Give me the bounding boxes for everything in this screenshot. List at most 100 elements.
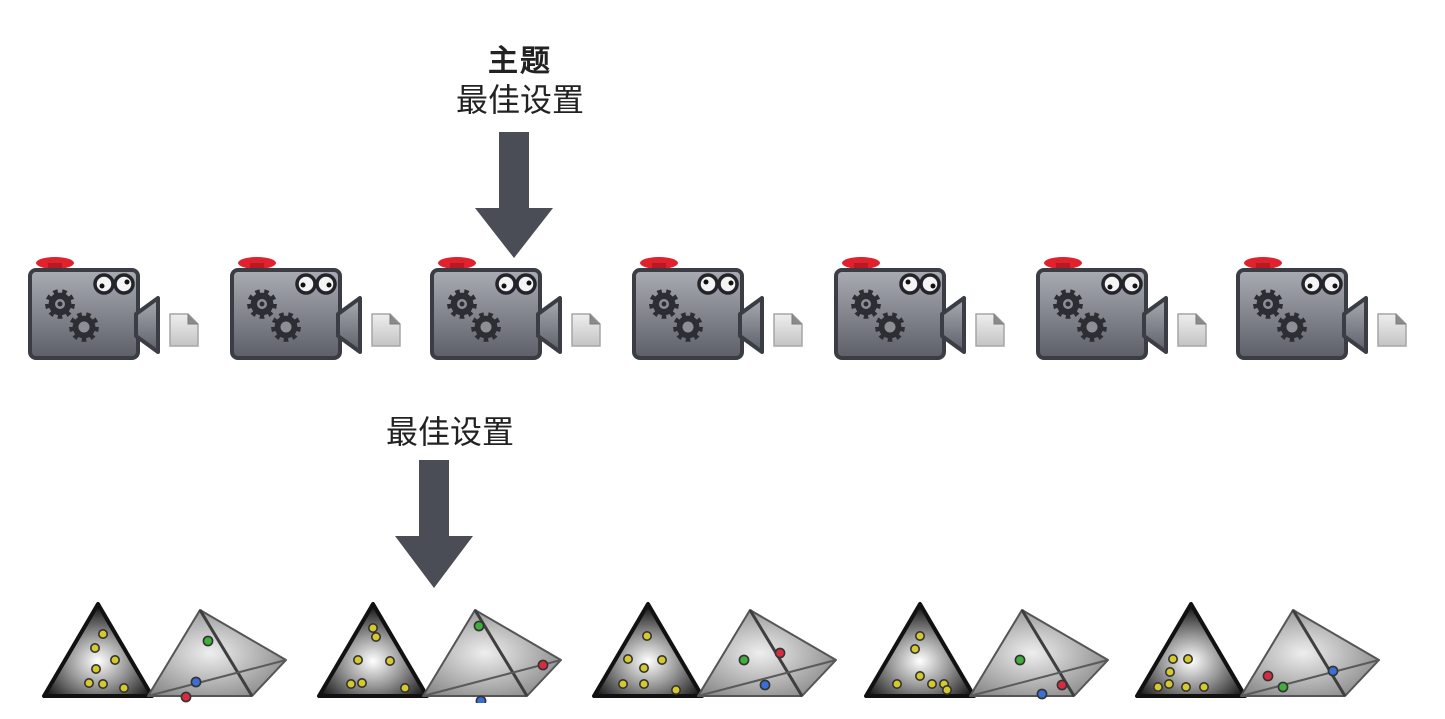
configuration-pair-1 bbox=[40, 598, 300, 703]
camera-3 bbox=[424, 250, 614, 365]
gear-icon bbox=[1077, 312, 1107, 342]
yellow-dot bbox=[617, 679, 628, 690]
record-button bbox=[640, 257, 678, 272]
yellow-dot bbox=[638, 663, 649, 674]
red-dot bbox=[180, 691, 192, 703]
eyes-icon bbox=[495, 273, 537, 295]
tetrahedron-icon bbox=[1240, 609, 1380, 697]
camera-icon bbox=[430, 257, 601, 360]
camera-6 bbox=[1030, 250, 1220, 365]
yellow-dot bbox=[97, 679, 108, 690]
triangle-icon bbox=[42, 602, 154, 698]
triangle-icon bbox=[592, 602, 704, 698]
tetrahedron-icon bbox=[147, 609, 287, 703]
green-dot bbox=[1277, 681, 1289, 693]
eyes-icon bbox=[295, 273, 337, 295]
yellow-dot bbox=[1199, 682, 1210, 693]
document-icon bbox=[1177, 313, 1207, 347]
record-button bbox=[238, 257, 276, 272]
yellow-dot bbox=[914, 671, 925, 682]
yellow-dot bbox=[671, 685, 682, 696]
record-button bbox=[842, 257, 880, 272]
yellow-dot bbox=[622, 653, 633, 664]
yellow-dot bbox=[1180, 682, 1191, 693]
triangle-icon bbox=[864, 602, 976, 698]
configuration-pair-5 bbox=[1133, 598, 1393, 703]
green-dot bbox=[473, 620, 485, 632]
record-button bbox=[1244, 257, 1282, 272]
yellow-dot bbox=[942, 685, 953, 696]
green-dot bbox=[1014, 654, 1026, 666]
yellow-dot bbox=[90, 664, 101, 675]
camera-icon bbox=[834, 257, 1005, 360]
camera-icon bbox=[1236, 257, 1407, 360]
gear-icon bbox=[1053, 289, 1083, 319]
yellow-dot bbox=[657, 654, 668, 665]
gear-icon bbox=[271, 312, 301, 342]
down-arrow-icon bbox=[395, 460, 473, 588]
yellow-dot bbox=[914, 630, 925, 641]
yellow-dot bbox=[927, 679, 938, 690]
yellow-dot bbox=[97, 628, 108, 639]
gear-icon bbox=[875, 312, 905, 342]
eyes-icon bbox=[93, 273, 135, 295]
camera-icon bbox=[28, 257, 199, 360]
gear-icon bbox=[1253, 289, 1283, 319]
gear-icon bbox=[247, 289, 277, 319]
best-setting-label-bottom: 最佳设置 bbox=[385, 413, 514, 451]
camera-5 bbox=[828, 250, 1018, 365]
blue-dot bbox=[475, 695, 487, 703]
blue-dot bbox=[1036, 688, 1048, 700]
eyes-icon bbox=[1101, 273, 1143, 295]
yellow-dot bbox=[638, 679, 649, 690]
document-icon bbox=[1377, 313, 1407, 347]
gear-icon bbox=[1277, 312, 1307, 342]
document-icon bbox=[571, 313, 601, 347]
yellow-dot bbox=[119, 683, 130, 694]
camera-row bbox=[0, 250, 1445, 365]
yellow-dot bbox=[367, 622, 378, 633]
record-button bbox=[36, 257, 74, 272]
triangle-icon bbox=[317, 602, 429, 698]
down-arrow-icon bbox=[475, 132, 553, 258]
configuration-row bbox=[0, 598, 1445, 703]
subject-label: 主题 bbox=[488, 44, 552, 79]
yellow-dot bbox=[352, 654, 363, 665]
camera-icon bbox=[1036, 257, 1207, 360]
yellow-dot bbox=[385, 655, 396, 666]
gear-icon bbox=[69, 312, 99, 342]
configuration-pair-4 bbox=[862, 598, 1122, 703]
yellow-dot bbox=[400, 683, 411, 694]
green-dot bbox=[738, 654, 750, 666]
camera-icon bbox=[632, 257, 803, 360]
configuration-pair-2 bbox=[315, 598, 575, 703]
gear-icon bbox=[649, 289, 679, 319]
yellow-dot bbox=[1163, 679, 1174, 690]
camera-icon bbox=[230, 257, 401, 360]
document-icon bbox=[169, 313, 199, 347]
eyes-icon bbox=[697, 273, 739, 295]
record-button bbox=[438, 257, 476, 272]
configuration-pair-3 bbox=[590, 598, 850, 703]
red-dot bbox=[537, 659, 549, 671]
yellow-dot bbox=[83, 678, 94, 689]
red-dot bbox=[774, 647, 786, 659]
yellow-dot bbox=[1167, 653, 1178, 664]
blue-dot bbox=[1327, 665, 1339, 677]
gear-icon bbox=[673, 312, 703, 342]
blue-dot bbox=[759, 679, 771, 691]
yellow-dot bbox=[909, 643, 920, 654]
camera-2 bbox=[224, 250, 414, 365]
gear-icon bbox=[45, 289, 75, 319]
document-icon bbox=[371, 313, 401, 347]
yellow-dot bbox=[110, 654, 121, 665]
gear-icon bbox=[851, 289, 881, 319]
yellow-dot bbox=[89, 642, 100, 653]
yellow-dot bbox=[370, 631, 381, 642]
yellow-dot bbox=[891, 679, 902, 690]
gear-icon bbox=[447, 289, 477, 319]
yellow-dot bbox=[1182, 653, 1193, 664]
tetrahedron-icon bbox=[422, 609, 562, 703]
camera-1 bbox=[22, 250, 212, 365]
tetrahedron-icon bbox=[697, 609, 837, 697]
